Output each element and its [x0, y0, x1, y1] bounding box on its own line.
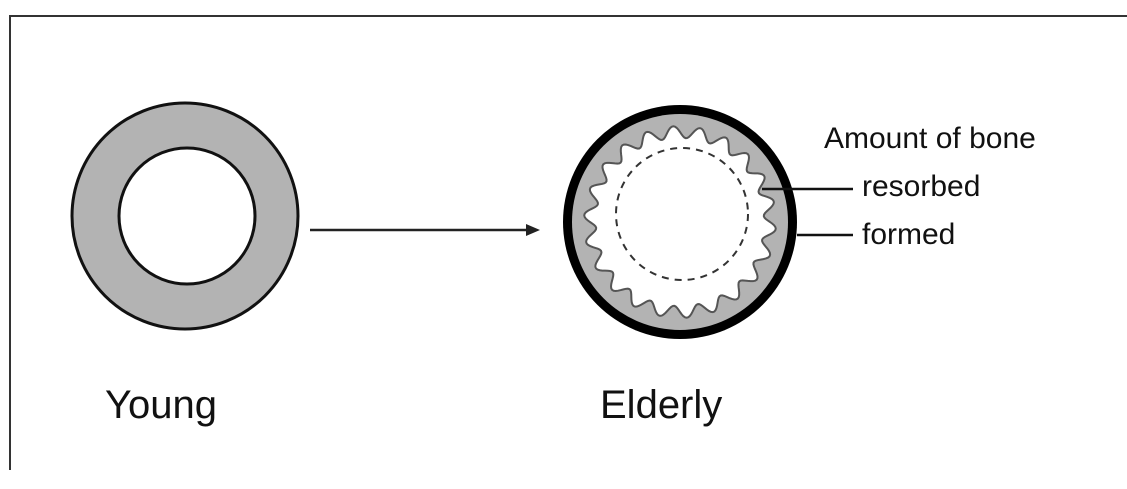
young-bone-cross-section	[72, 103, 298, 329]
arrow-head	[526, 224, 540, 236]
transition-arrow	[310, 224, 540, 236]
elderly-bone-cross-section	[563, 105, 797, 339]
young-caption: Young	[105, 383, 217, 427]
annotation-resorbed: resorbed	[862, 170, 980, 203]
annotation-formed: formed	[862, 218, 955, 251]
elderly-caption: Elderly	[600, 383, 722, 427]
young-medullary-cavity	[119, 148, 255, 284]
annotation-title: Amount of bone	[824, 122, 1036, 155]
